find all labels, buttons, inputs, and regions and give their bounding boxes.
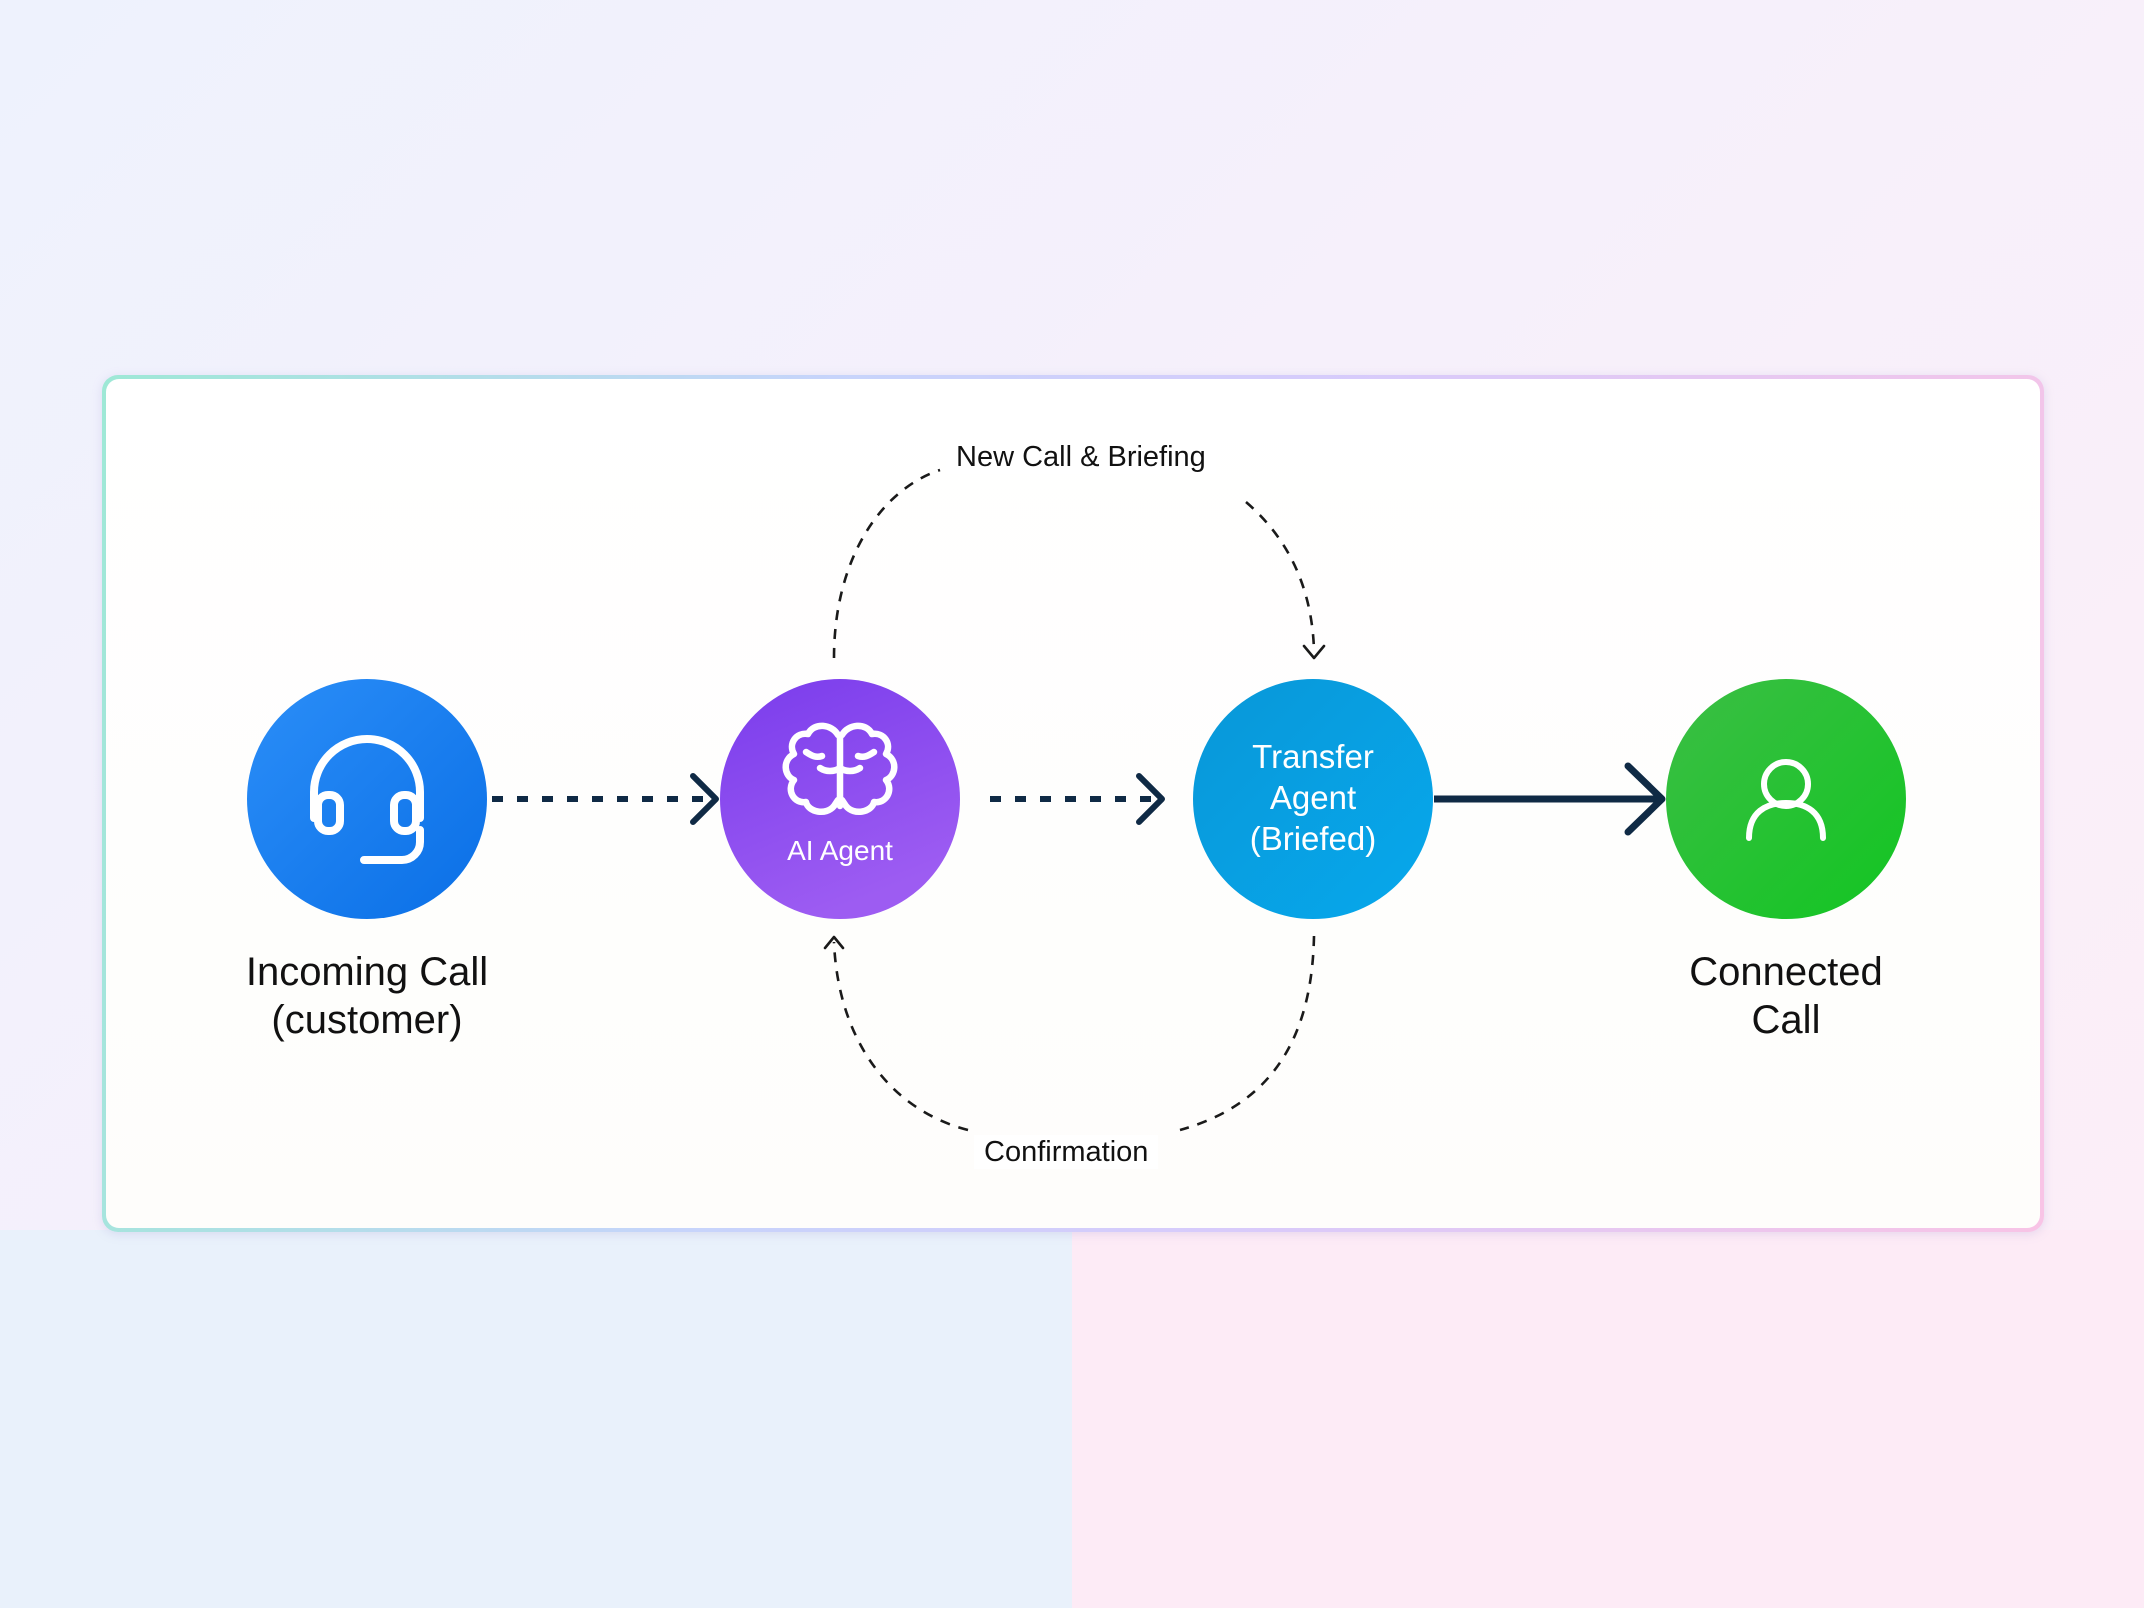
brain-icon <box>782 722 898 816</box>
connected-call-caption: Connected Call <box>1689 950 1883 1042</box>
edge-transfer-to-ai-arc <box>1179 935 1316 1132</box>
edge-arrowhead-ai-to-transfer <box>1136 773 1165 825</box>
edge-arrowhead-new-call <box>1302 644 1326 660</box>
background-lower-right <box>1072 1230 2144 1608</box>
node-connected-call <box>1666 679 1906 919</box>
background-lower-left <box>0 1230 1072 1608</box>
edge-ai-to-transfer-arc <box>832 468 941 659</box>
incoming-call-caption: Incoming Call (customer) <box>245 950 489 1042</box>
edge-transfer-to-ai-arc-end <box>832 941 969 1132</box>
new-call-briefing-label: New Call & Briefing <box>946 440 1216 474</box>
confirmation-label: Confirmation <box>974 1135 1159 1169</box>
node-incoming-call <box>247 679 487 919</box>
ai-agent-label: AI Agent <box>787 835 893 866</box>
headset-icon <box>310 735 424 864</box>
node-transfer-agent <box>1193 679 1433 919</box>
user-icon <box>1746 759 1826 841</box>
edge-arrowhead-confirmation <box>823 935 845 950</box>
transfer-agent-label: Transfer Agent (Briefed) <box>1249 738 1377 857</box>
edge-arrowhead-incoming-to-ai <box>690 773 719 825</box>
edge-arrowhead-transfer-to-connected <box>1624 762 1666 836</box>
edge-ai-to-transfer-arc-end <box>1245 501 1316 651</box>
